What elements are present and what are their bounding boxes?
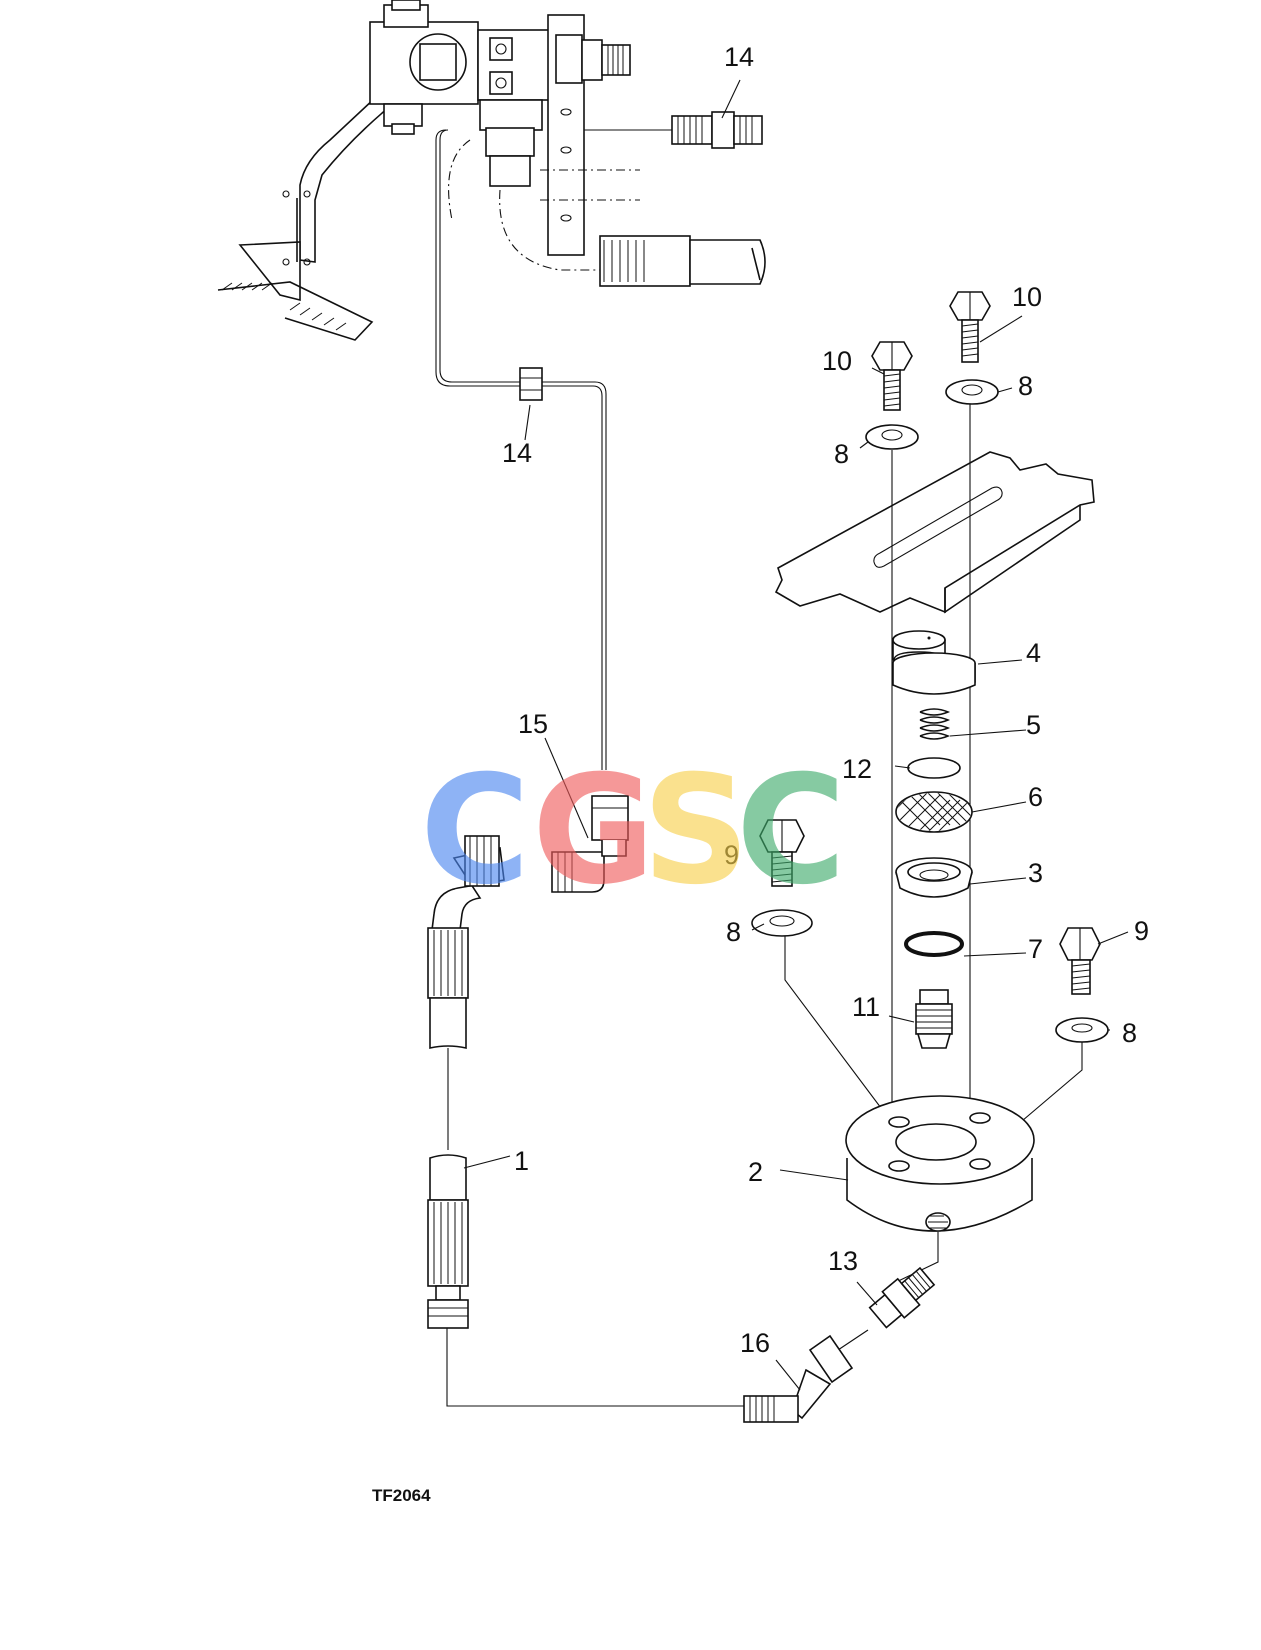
- bolt-10-right: [949, 291, 991, 363]
- washer-8-b: [945, 379, 999, 405]
- callout-4: 4: [1026, 638, 1041, 668]
- callout-9-right: 9: [1134, 916, 1149, 946]
- callout-14-top: 14: [724, 42, 754, 72]
- callout-8-a: 8: [834, 439, 849, 469]
- hose-1: [427, 835, 505, 1329]
- callout-7: 7: [1028, 934, 1043, 964]
- callout-3: 3: [1028, 858, 1043, 888]
- callout-10-left: 10: [822, 346, 852, 376]
- washer-8-d: [1055, 1017, 1109, 1043]
- fitting-13: [868, 1266, 936, 1329]
- screen-6: [895, 791, 973, 833]
- tube-nut-14: [519, 367, 543, 401]
- fitting-11: [915, 989, 953, 1049]
- callout-12: 12: [842, 754, 872, 784]
- callout-13: 13: [828, 1246, 858, 1276]
- watermark-letter-3: S: [642, 744, 750, 918]
- figure-id: TF2064: [372, 1486, 431, 1505]
- callout-1: 1: [514, 1146, 529, 1176]
- callout-16: 16: [740, 1328, 770, 1358]
- watermark-logo: C G S C: [420, 744, 846, 918]
- floor-plate: [774, 451, 1095, 614]
- o-ring-7: [904, 931, 964, 957]
- bolt-9-right: [1059, 927, 1101, 995]
- leader-lines: [463, 79, 1129, 1391]
- watermark-letter-1: C: [420, 744, 530, 918]
- callout-8-d: 8: [1122, 1018, 1137, 1048]
- callout-8-b: 8: [1018, 371, 1033, 401]
- seat-3: [895, 857, 973, 898]
- bolt-10-left: [871, 341, 913, 411]
- callout-6: 6: [1028, 782, 1043, 812]
- brake-tube-line: [435, 129, 607, 770]
- callout-9-left: 9: [724, 840, 739, 870]
- disc-12: [907, 757, 961, 779]
- valve-cap-4: [892, 630, 976, 695]
- housing-2: [845, 1095, 1035, 1232]
- bolt-9-left: [759, 819, 805, 887]
- callout-10-right: 10: [1012, 282, 1042, 312]
- elbow-16: [743, 1334, 854, 1423]
- callout-14-mid: 14: [502, 438, 532, 468]
- watermark-letter-2: G: [532, 744, 655, 918]
- washer-8-a: [865, 424, 919, 450]
- callout-15: 15: [518, 709, 548, 739]
- elbow-15: [551, 795, 629, 893]
- hose-route-line: [446, 1326, 744, 1407]
- callout-8-c: 8: [726, 917, 741, 947]
- callout-5: 5: [1026, 710, 1041, 740]
- washer-8-c: [751, 909, 813, 937]
- pedal-valve-assembly: [217, 0, 766, 341]
- spring-5: [919, 708, 951, 740]
- callout-2: 2: [748, 1157, 763, 1187]
- callout-11: 11: [852, 992, 880, 1022]
- watermark-letter-4: C: [736, 744, 846, 918]
- callout-labels: 14 14 10 10 8 8 4 5 12 15 6 9 3 8 9 7 11…: [502, 42, 1149, 1358]
